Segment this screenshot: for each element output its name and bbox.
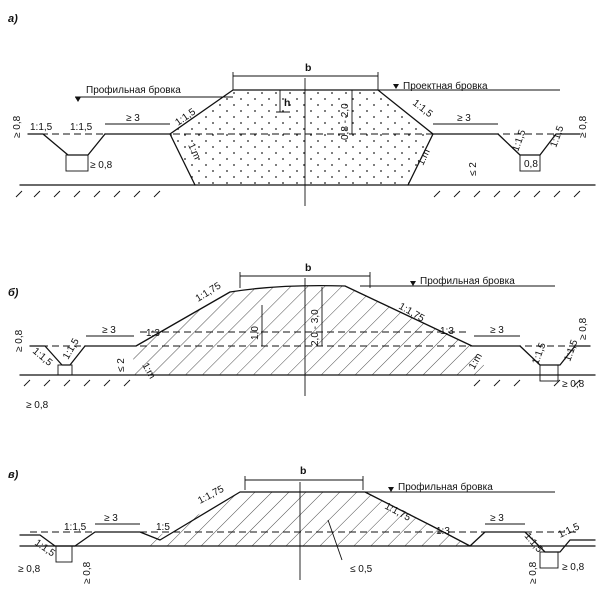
section-a-ditch-depth-left: ≥ 0,8 xyxy=(12,115,23,138)
section-c-slope-left-ditch: 1:1,5 xyxy=(64,522,87,533)
section-c-slope-right-1-3: 1:3 xyxy=(436,526,450,537)
section-a-profile-edge-marker xyxy=(75,97,81,102)
section-a-letter: а) xyxy=(8,13,18,25)
section-c-right-drain xyxy=(539,551,559,569)
section-a-design-edge-marker xyxy=(393,84,399,89)
section-b-right-ditch xyxy=(519,345,591,366)
section-c-slope-far-right: 1:1,5 xyxy=(557,521,582,541)
section-c-embankment-body xyxy=(140,492,470,546)
section-b-depth-1: 1,0 xyxy=(250,326,261,340)
section-a-h-label: h xyxy=(284,97,290,109)
section-c-bottom-mark-leader xyxy=(327,519,343,561)
section-a-slope-right-upper: 1:1,5 xyxy=(410,98,435,121)
section-b-left-berm: ≥ 3 xyxy=(102,325,116,336)
section-c-right-berm: ≥ 3 xyxy=(490,513,504,524)
section-a-h2-label: ≤ 2 xyxy=(468,162,479,176)
section-b-slope-far-right: 1:1,5 xyxy=(562,338,580,363)
section-c-letter: в) xyxy=(8,469,19,481)
section-a-b-dimension xyxy=(232,72,379,90)
section-c-profile-edge-marker xyxy=(388,487,394,492)
section-a-ditch-depth-right: ≥ 0,8 xyxy=(578,115,589,138)
section-b-ditch-w-right: ≥ 0,8 xyxy=(562,379,585,390)
section-b-slope-far-left: 1:1,5 xyxy=(30,346,54,369)
section-b-slope-right-1-3: 1:3 xyxy=(440,326,454,337)
section-a-slope-right-ditch: 1:1,5 xyxy=(510,128,528,153)
section-c-b-label: b xyxy=(300,465,306,477)
section-a-ground-hatch xyxy=(15,190,581,198)
section-b-letter: б) xyxy=(8,287,19,299)
section-c-left-berm: ≥ 3 xyxy=(104,513,118,524)
section-a-ditch-left-width: ≥ 0,8 xyxy=(90,160,113,171)
section-b-depth-2: 2,0 - 3,0 xyxy=(310,309,321,346)
section-a: а) b Профильная бровка Проектная бровка … xyxy=(8,13,596,206)
section-b-right-berm: ≥ 3 xyxy=(490,325,504,336)
section-b-ditch-h-left: ≥ 0,8 xyxy=(14,329,25,352)
section-a-b-label: b xyxy=(305,62,311,74)
section-c-b-dimension xyxy=(244,476,364,490)
section-b-right-drain xyxy=(539,364,559,382)
section-b: б) b Профильная бровка 1,0 2,0 - 3,0 1:1… xyxy=(8,262,596,411)
section-b-ditch-h-right: ≥ 0,8 xyxy=(578,317,589,340)
section-a-profile-edge-label: Профильная бровка xyxy=(86,84,181,96)
section-a-inner-slopes xyxy=(169,133,434,186)
section-b-b-dimension xyxy=(239,272,371,288)
section-c-slope-left-1-5: 1:5 xyxy=(156,522,170,533)
section-b-slope-left-ditch: 1:1,5 xyxy=(61,336,82,361)
section-b-left-drain xyxy=(57,364,73,376)
section-b-ground-hatch xyxy=(23,379,581,387)
section-c-ditch-h-right: ≥ 0,8 xyxy=(528,561,539,584)
section-a-right-berm: ≥ 3 xyxy=(457,113,471,124)
section-b-profile-edge-label: Профильная бровка xyxy=(420,275,515,287)
section-b-profile-edge-marker xyxy=(410,281,416,286)
section-c-ditch-w-right: ≥ 0,8 xyxy=(562,562,585,573)
section-a-ditch-right-width: 0,8 xyxy=(524,159,538,170)
section-b-h2-label: ≤ 2 xyxy=(116,358,127,372)
section-b-b-label: b xyxy=(305,262,311,274)
section-c-ditch-w-left: ≥ 0,8 xyxy=(18,564,41,575)
section-b-slope-right-ditch: 1:1,5 xyxy=(530,341,548,366)
section-c: в) b Профильная бровка ≤ 0,5 1:1,75 1:1,… xyxy=(8,465,596,584)
section-a-slope-far-right: 1:1,5 xyxy=(548,124,566,149)
section-a-design-edge-label: Проектная бровка xyxy=(403,80,488,92)
section-c-slope-far-left: 1:1,5 xyxy=(32,537,57,559)
section-a-slope-far-left: 1:1,5 xyxy=(30,122,53,133)
section-b-ditch-w-left: ≥ 0,8 xyxy=(26,400,49,411)
section-c-ditch-h-left: ≥ 0,8 xyxy=(82,561,93,584)
section-c-bottom-mark: ≤ 0,5 xyxy=(350,564,373,575)
section-a-h-dimension xyxy=(276,90,290,113)
section-a-left-drain xyxy=(65,154,89,172)
section-a-left-ditch xyxy=(27,133,106,156)
section-a-slope-left-ditch: 1:1,5 xyxy=(70,122,93,133)
section-c-left-drain xyxy=(55,545,73,563)
section-a-depth-label: 0,8 - 2,0 xyxy=(340,103,351,140)
section-a-left-berm: ≥ 3 xyxy=(126,113,140,124)
section-a-embankment-body xyxy=(170,90,433,185)
section-b-slope-left-1-3: 1:3 xyxy=(146,328,160,339)
section-b-embankment-body xyxy=(130,285,490,375)
section-b-embankment-outline xyxy=(84,284,521,347)
section-a-right-ditch xyxy=(497,133,581,156)
section-a-right-drain xyxy=(519,154,541,172)
section-c-profile-edge-label: Профильная бровка xyxy=(398,481,493,493)
